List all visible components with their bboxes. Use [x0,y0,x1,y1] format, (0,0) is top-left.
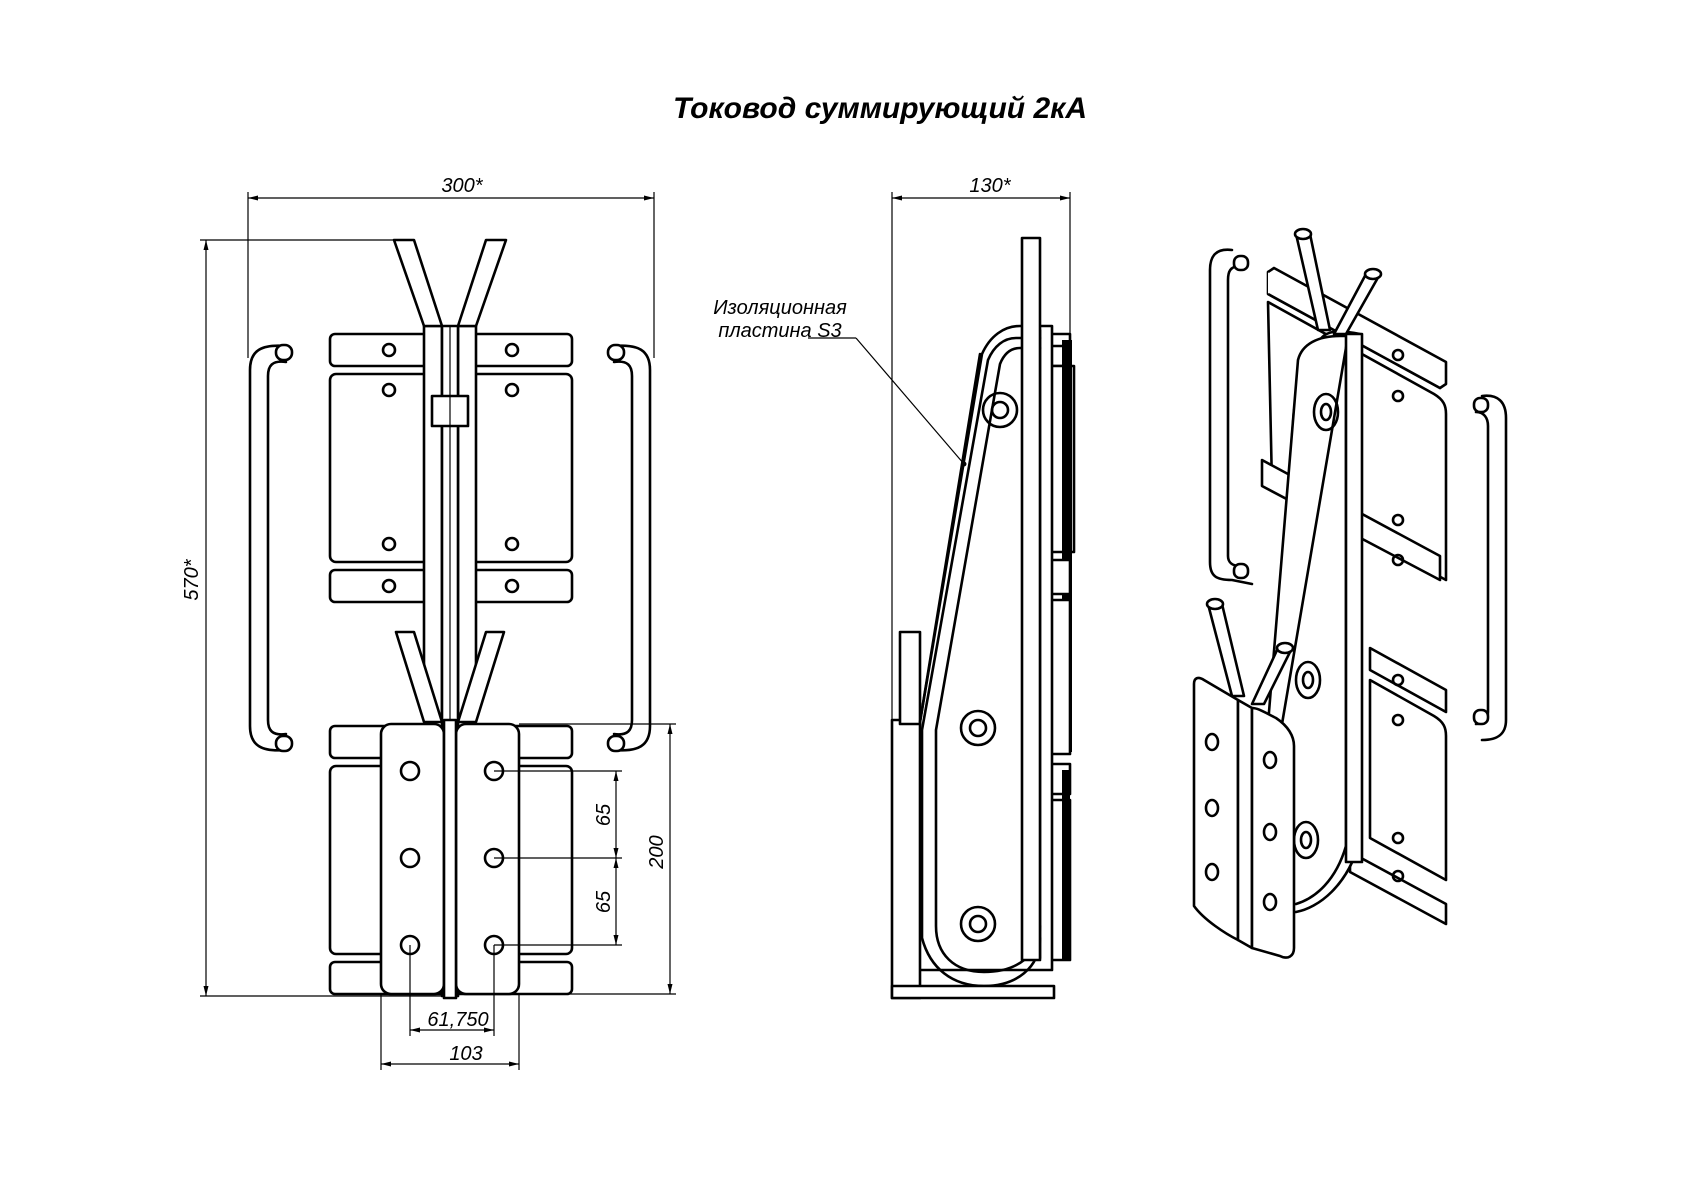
upper-plate-holes [381,342,520,594]
dim-pitch-65-top: 65 [593,803,615,826]
dim-width-130: 130* [969,175,1011,197]
iso-terminal-block [1192,597,1296,959]
terminal-block [379,718,521,1000]
iso-right-handle [1472,394,1508,742]
isometric-view [1192,227,1508,959]
lower-v-leads [394,630,506,724]
iso-bolts [1292,392,1340,860]
drawing-title: Токовод суммирующий 2кА [673,92,1087,125]
side-view-dimensions: 130* [891,175,1071,720]
upper-v-leads [392,238,508,328]
side-view-bolts [959,391,1019,943]
insulation-plate-callout: Изоляционная пластина S3 [713,297,967,467]
dim-height-570: 570* [181,558,203,600]
front-view [248,238,652,1000]
dim-hole-spacing-61750: 61,750 [427,1009,488,1031]
iso-upper-leads [1293,227,1383,336]
side-view-contact-edges [1046,332,1076,962]
dim-pitch-65-bottom: 65 [593,890,615,913]
iso-lower-plates [1348,646,1448,926]
dim-width-300: 300* [441,175,483,197]
callout-line-1: Изоляционная [713,297,847,319]
iso-rod [1344,332,1364,864]
left-handle [248,343,294,753]
central-bus-bars [422,324,478,998]
dim-block-width-103: 103 [449,1043,482,1065]
side-view-rod [1020,236,1042,962]
iso-left-handle [1208,248,1254,586]
front-view-dimensions: 300* 570* 65 65 200 61,750 103 [181,175,676,1070]
side-view: Изоляционная пластина S3 [713,236,1076,1000]
callout-line-2: пластина S3 [718,320,841,342]
dim-block-height-200: 200 [646,835,668,869]
right-handle [606,343,652,753]
side-view-base [890,352,1056,1000]
